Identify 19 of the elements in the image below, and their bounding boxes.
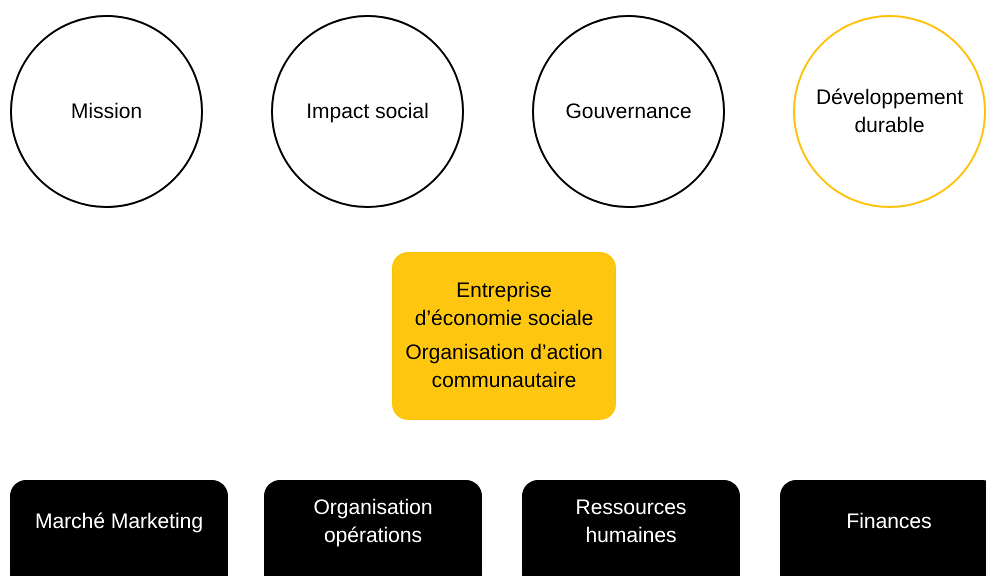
circle-node xyxy=(271,15,464,208)
circle-node xyxy=(532,15,725,208)
node-label: Mission xyxy=(70,98,142,124)
node-label: Entreprise d’économie sociale xyxy=(414,278,594,332)
node-label: Organisation d’action communautaire xyxy=(404,340,604,394)
rounded-box xyxy=(522,480,740,576)
rounded-box xyxy=(780,480,986,576)
node-label: Gouvernance xyxy=(565,98,692,124)
node-label: Développement durable xyxy=(814,84,964,138)
node-label: Ressources humaines xyxy=(574,495,688,549)
node-label: Impact social xyxy=(306,98,429,124)
node-label: Organisation opérations xyxy=(312,495,434,549)
rounded-box xyxy=(264,480,482,576)
rounded-box xyxy=(392,252,616,420)
circle-node xyxy=(10,15,203,208)
node-label: Finances xyxy=(846,509,932,535)
node-label: Marché Marketing xyxy=(34,509,204,535)
circle-node xyxy=(793,15,986,208)
rounded-box xyxy=(10,480,228,576)
